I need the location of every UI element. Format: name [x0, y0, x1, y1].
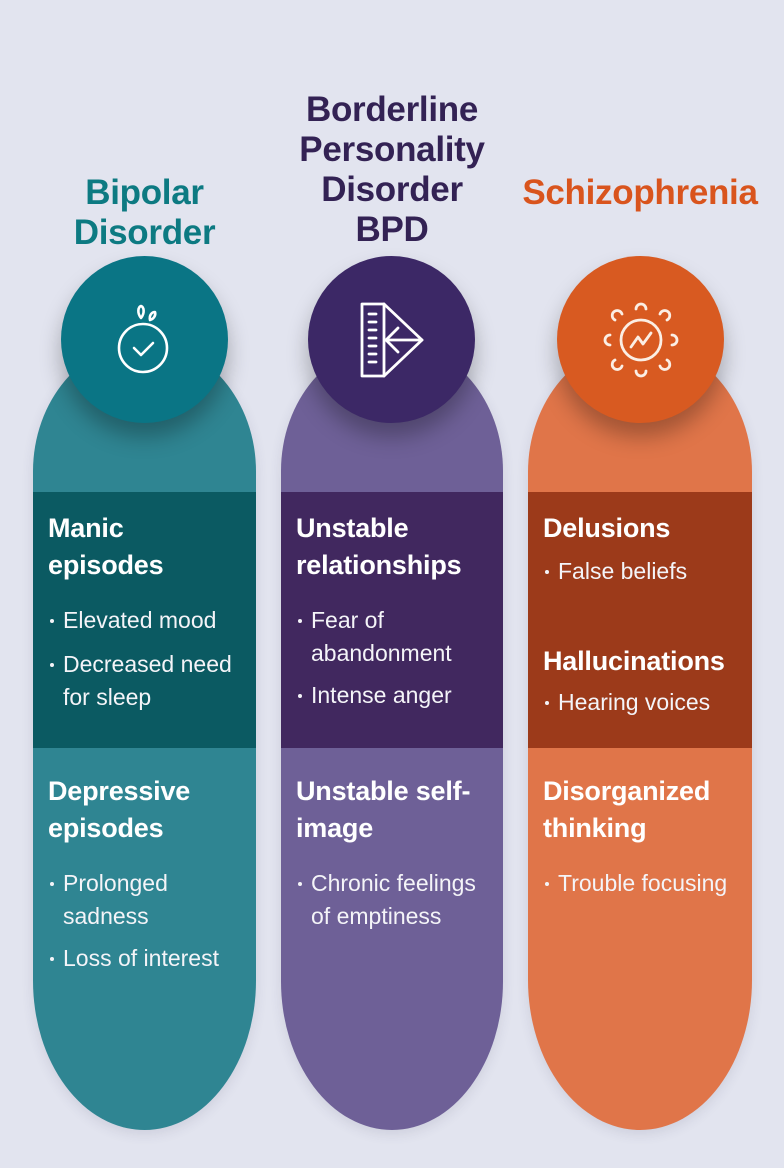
schizophrenia-title-line-1: Schizophrenia — [522, 173, 758, 212]
schizophrenia-disorganized-section: Disorganized thinking Trouble focusing — [543, 773, 752, 900]
bpd-column: Unstable relationships Fear of abandonme… — [281, 0, 503, 1168]
bullet-list: Prolonged sadness Loss of interest — [48, 867, 248, 975]
bullet-item: Prolonged sadness — [48, 867, 188, 933]
bullet-item: Loss of interest — [48, 942, 248, 975]
stopwatch-check-icon — [117, 304, 168, 373]
bpd-icon-circle — [308, 256, 475, 423]
schizophrenia-title: Schizophrenia — [500, 173, 780, 213]
schizophrenia-positive-band — [528, 492, 752, 748]
heading-line: thinking — [543, 813, 647, 843]
section-heading: Hallucinations — [543, 643, 752, 680]
sun-brain-activity-icon — [603, 302, 678, 377]
bpd-pill — [281, 342, 503, 1130]
heading-line: image — [296, 813, 374, 843]
ruler-triangle-icon — [360, 302, 423, 377]
bpd-title-line-3: Disorder — [321, 170, 463, 209]
schizophrenia-pill — [528, 342, 752, 1130]
bullet-list: Fear of abandonment Intense anger — [296, 604, 495, 712]
heading-line: episodes — [48, 550, 164, 580]
bipolar-manic-band — [33, 492, 256, 748]
bullet-item: Fear of abandonment — [296, 604, 455, 670]
section-heading: Manic episodes — [48, 510, 248, 584]
bpd-title-line-4: BPD — [355, 210, 429, 249]
heading-line: Depressive — [48, 776, 191, 806]
bipolar-depressive-section: Depressive episodes Prolonged sadness Lo… — [48, 773, 248, 975]
bpd-self-image-section: Unstable self- image Chronic feelings of… — [296, 773, 495, 933]
bullet-list: False beliefs — [543, 555, 744, 588]
schizophrenia-delusions-section: Delusions False beliefs — [543, 510, 744, 588]
bpd-title-line-1: Borderline — [305, 90, 479, 129]
bullet-item: Decreased need for sleep — [48, 648, 248, 714]
bullet-list: Trouble focusing — [543, 867, 752, 900]
bpd-relationships-band — [281, 492, 503, 748]
bipolar-title: Bipolar Disorder — [33, 173, 256, 253]
heading-line: episodes — [48, 813, 164, 843]
heading-line: Hallucinations — [543, 646, 725, 676]
bipolar-pill — [33, 342, 256, 1130]
heading-line: Delusions — [543, 513, 671, 543]
heading-line: relationships — [296, 550, 462, 580]
schizophrenia-hallucinations-section: Hallucinations Hearing voices — [543, 643, 752, 719]
bullet-item: False beliefs — [543, 555, 744, 588]
schizophrenia-column: Delusions False beliefs Hallucinations H… — [528, 0, 752, 1168]
bullet-list: Hearing voices — [543, 686, 752, 719]
bipolar-title-line-1: Bipolar — [85, 173, 204, 212]
section-heading: Disorganized thinking — [543, 773, 752, 847]
bpd-relationships-section: Unstable relationships Fear of abandonme… — [296, 510, 495, 712]
section-heading: Delusions — [543, 510, 744, 547]
bipolar-title-line-2: Disorder — [73, 213, 216, 252]
heading-line: Unstable self- — [296, 776, 471, 806]
section-heading: Unstable relationships — [296, 510, 495, 584]
bpd-title: Borderline Personality Disorder BPD — [281, 90, 503, 250]
bullet-item: Intense anger — [296, 679, 455, 712]
bipolar-icon-circle — [61, 256, 228, 423]
heading-line: Manic — [48, 513, 124, 543]
section-heading: Depressive episodes — [48, 773, 248, 847]
heading-line: Unstable — [296, 513, 409, 543]
bullet-item: Hearing voices — [543, 686, 752, 719]
bullet-item: Trouble focusing — [543, 867, 752, 900]
bullet-item: Elevated mood — [48, 604, 248, 637]
section-heading: Unstable self- image — [296, 773, 495, 847]
bullet-item: Chronic feelings of emptiness — [296, 867, 495, 933]
heading-line: Disorganized — [543, 776, 711, 806]
bipolar-manic-section: Manic episodes Elevated mood Decreased n… — [48, 510, 248, 714]
bullet-list: Chronic feelings of emptiness — [296, 867, 495, 933]
bpd-title-line-2: Personality — [299, 130, 485, 169]
schizophrenia-icon-circle — [557, 256, 724, 423]
bullet-list: Elevated mood Decreased need for sleep — [48, 604, 248, 714]
bipolar-column: Manic episodes Elevated mood Decreased n… — [33, 0, 256, 1168]
